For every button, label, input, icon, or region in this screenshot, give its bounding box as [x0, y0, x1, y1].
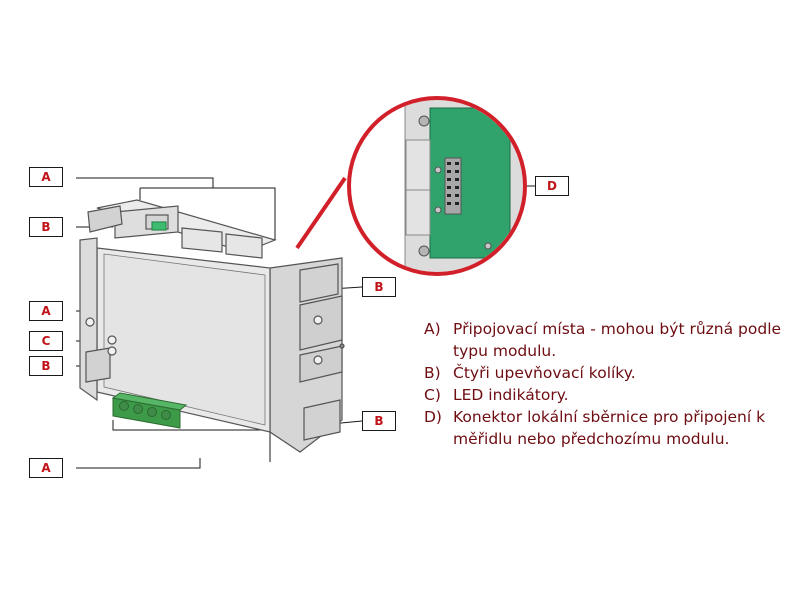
callout-b-right-top: B — [362, 277, 396, 297]
terminal-block — [111, 392, 188, 429]
callout-b-top: B — [29, 217, 63, 237]
callout-b-left: B — [29, 356, 63, 376]
legend-text: Konektor lokální sběrnice pro připojení … — [453, 408, 766, 448]
legend-item-a: A) Připojovací místa - mohou být různá p… — [424, 318, 794, 362]
legend-item-c: C) LED indikátory. — [424, 384, 794, 406]
legend-item-d: D) Konektor lokální sběrnice pro připoje… — [424, 406, 794, 450]
legend-key: A) — [424, 320, 441, 338]
callout-b-right-bottom: B — [362, 411, 396, 431]
meter-module — [79, 199, 345, 453]
legend: A) Připojovací místa - mohou být různá p… — [424, 318, 794, 450]
callout-c: C — [29, 331, 63, 351]
callout-d: D — [535, 176, 569, 196]
legend-key: C) — [424, 386, 441, 404]
legend-key: D) — [424, 408, 442, 426]
legend-text: Připojovací místa - mohou být různá podl… — [453, 320, 782, 360]
legend-text: LED indikátory. — [453, 386, 569, 404]
zoom-detail — [295, 96, 527, 276]
callout-a-bottom: A — [29, 458, 63, 478]
callout-a-top: A — [29, 167, 63, 187]
legend-item-b: B) Čtyři upevňovací kolíky. — [424, 362, 794, 384]
legend-text: Čtyři upevňovací kolíky. — [453, 364, 636, 382]
callout-a-middle: A — [29, 301, 63, 321]
legend-key: B) — [424, 364, 441, 382]
